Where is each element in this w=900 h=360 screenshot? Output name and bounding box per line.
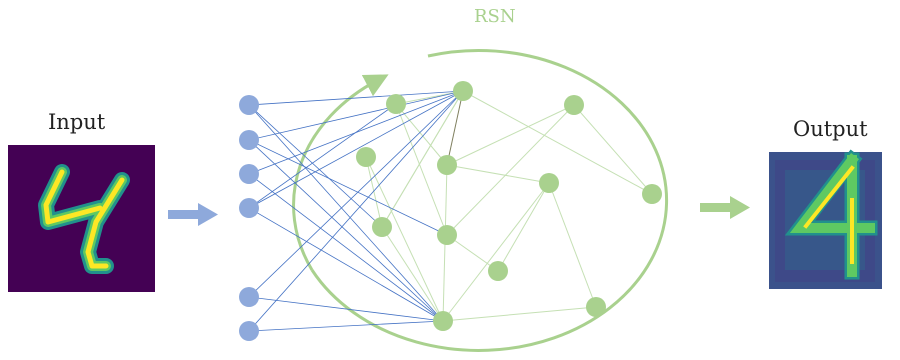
recurrent-loop-arrow [292,74,389,271]
reservoir-neuron [386,94,406,114]
reservoir-neuron [539,173,559,193]
reservoir-neuron [642,184,662,204]
output-label: Output [793,117,868,141]
reservoir-edge-dark [446,90,464,166]
reservoir-neuron [453,81,473,101]
reservoir-neuron [564,95,584,115]
input-neuron [239,321,259,341]
input-label: Input [48,110,106,134]
input-neuron [239,130,259,150]
output-digit-four [784,149,878,280]
rsn-label: RSN [474,6,516,27]
input-neuron [239,95,259,115]
output-arrow [700,196,750,219]
input-neuron [239,164,259,184]
input-edges [248,90,464,332]
input-neuron [239,287,259,307]
reservoir-neuron [437,225,457,245]
output-image [769,149,882,289]
input-neurons [239,95,259,341]
reservoir-neurons [356,81,662,331]
input-neuron [239,198,259,218]
reservoir-neuron [372,217,392,237]
reservoir-neuron [586,297,606,317]
reservoir-edges [365,90,653,322]
input-image [8,145,155,292]
input-arrow [168,203,218,226]
reservoir-neuron [433,311,453,331]
reservoir-loop-circle [310,49,669,352]
input-digit-four [38,164,130,274]
reservoir-neuron [488,261,508,281]
reservoir-neuron [356,147,376,167]
reservoir-neuron [437,155,457,175]
